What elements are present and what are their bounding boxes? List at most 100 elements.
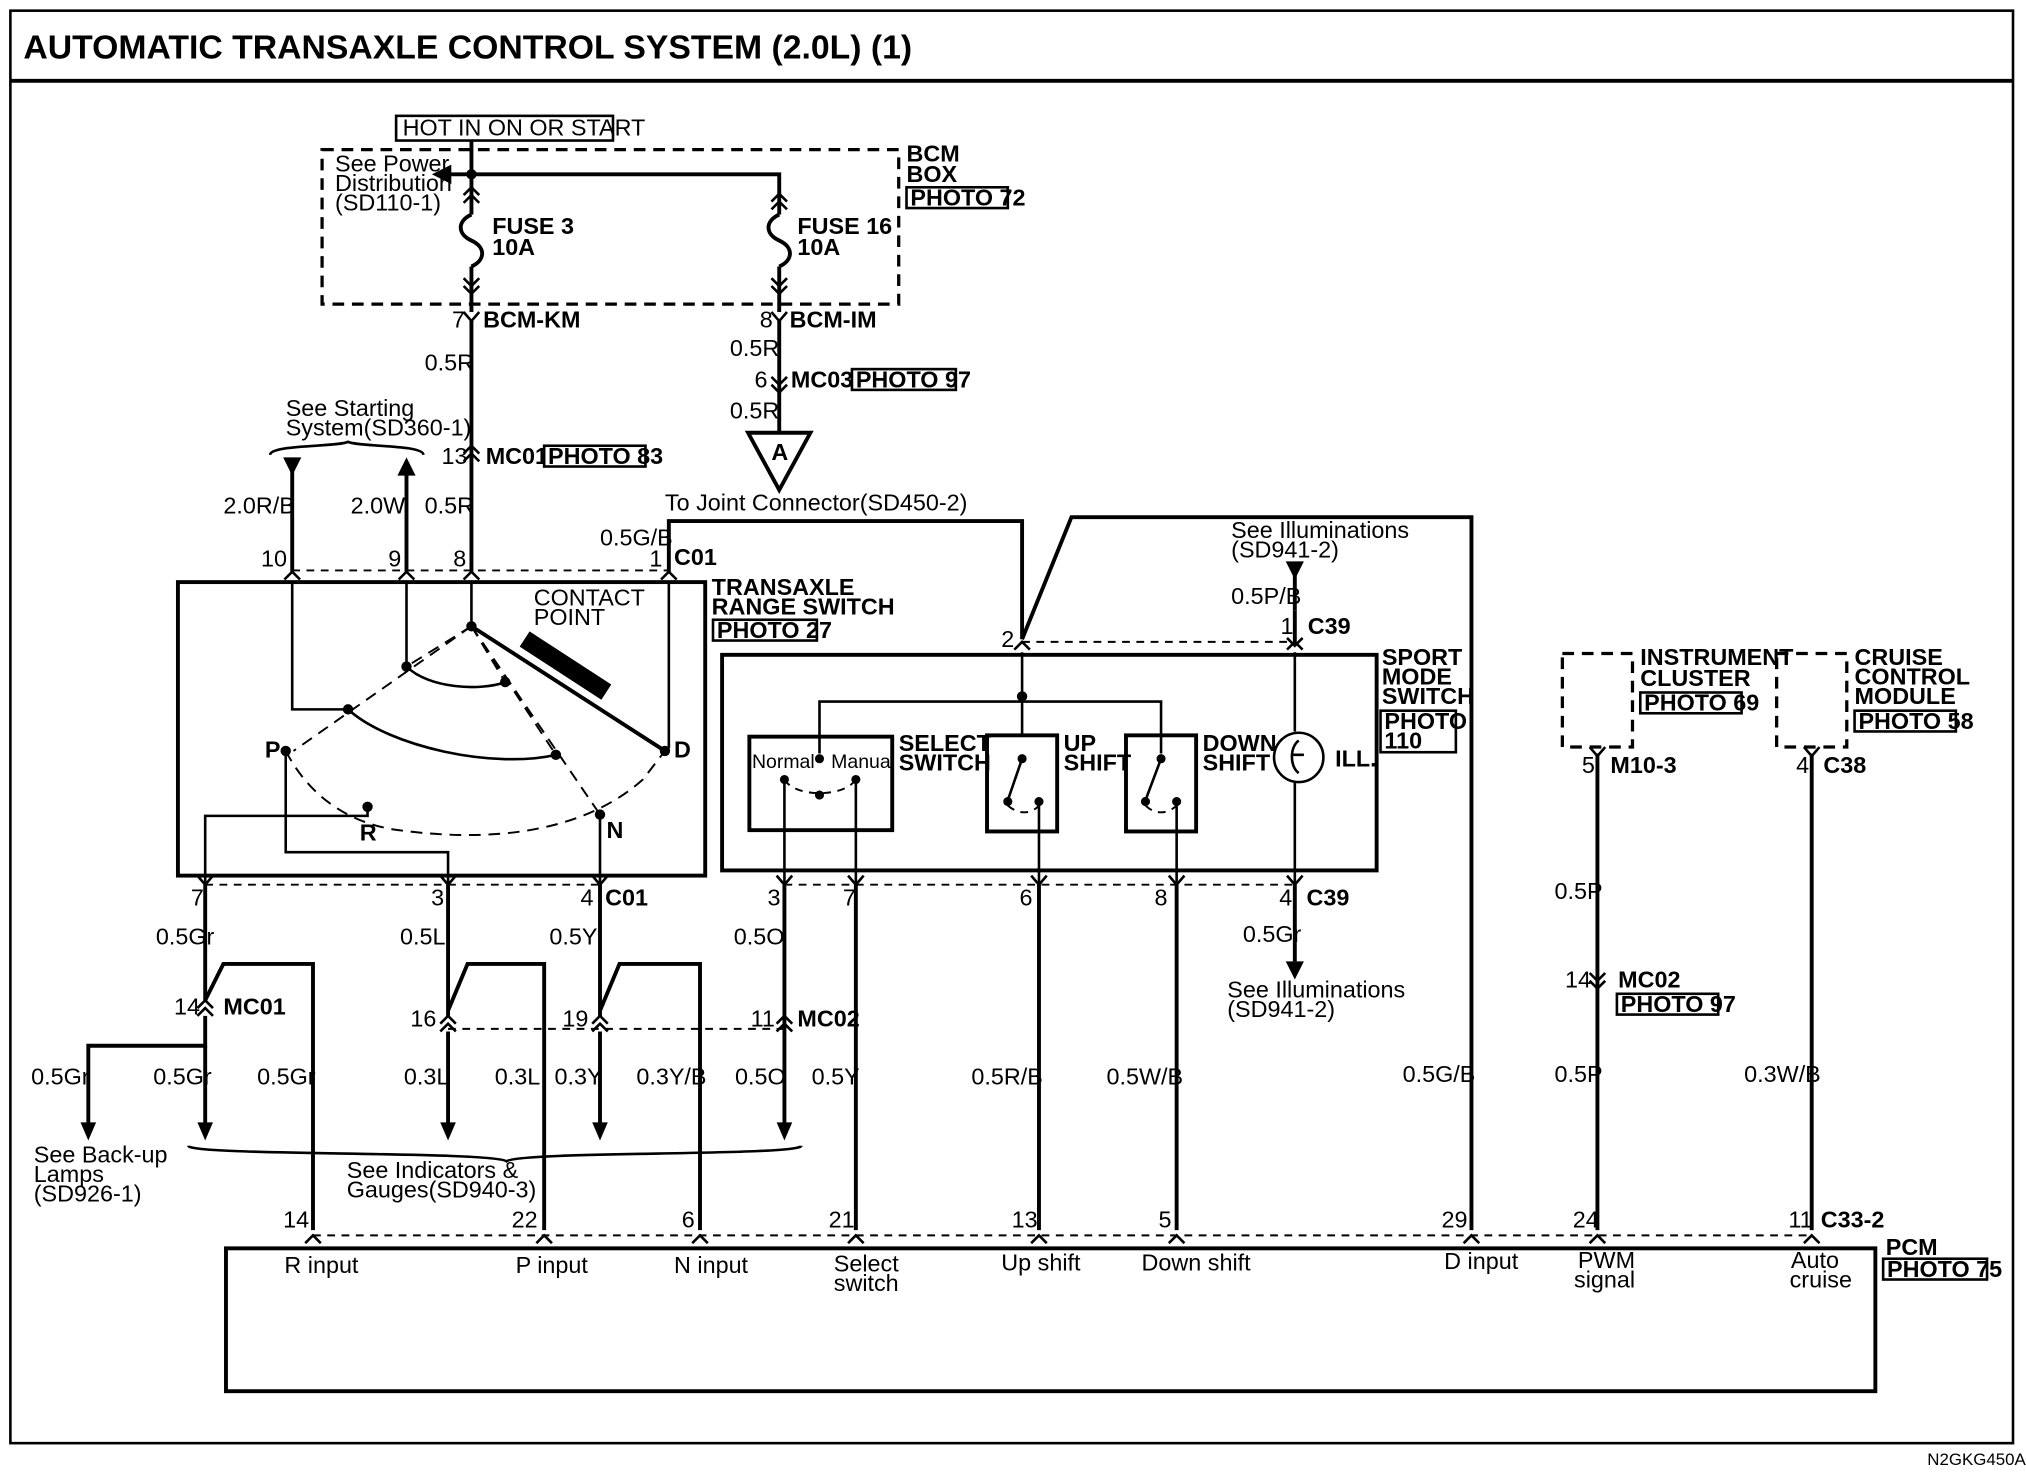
wire-label: 0.5R/B (971, 1064, 1042, 1090)
pcm-module: 14 22 6 21 13 5 29 24 11 C33-2 PCM PHOTO… (224, 1207, 2002, 1394)
page-title: AUTOMATIC TRANSAXLE CONTROL SYSTEM (2.0L… (23, 29, 912, 67)
pcm-auto-cruise: Auto cruise (1790, 1247, 1852, 1292)
mc02-pin-16: 16 (410, 1005, 436, 1031)
c01-pin-4: 4 (581, 884, 594, 910)
pcm-pin-13: 13 (1012, 1207, 1038, 1233)
wire-0.5Gr-pcm (203, 961, 315, 1231)
mc02-label: MC02 (797, 1005, 859, 1031)
mc02b-photo: PHOTO 97 (1621, 991, 1736, 1017)
pcm-photo: PHOTO 75 (1887, 1256, 2002, 1282)
range-switch-title: TRANSAXLE RANGE SWITCH (712, 574, 895, 619)
c39-pin-1: 1 (1281, 613, 1294, 639)
bcm-box-outline (320, 148, 901, 306)
up-shift-box (985, 733, 1060, 834)
c33-2-label: C33-2 (1821, 1207, 1885, 1233)
wire-label: 0.3Y (555, 1064, 603, 1090)
select-normal-label: Normal (752, 751, 815, 773)
m10-3-pin: 5 (1582, 752, 1595, 778)
contact-dot (814, 754, 825, 764)
bcm-photo-box (905, 185, 1010, 210)
instrument-cluster-box (1560, 651, 1635, 749)
pcm-n-input: N input (674, 1252, 749, 1278)
wire-label: 0.5R (425, 492, 474, 518)
c01-bottom-label: C01 (605, 884, 648, 910)
connector-symbol (196, 998, 214, 1017)
mc01-photo-box (542, 444, 647, 468)
pcm-d-input: D input (1444, 1248, 1519, 1274)
wire-label: 0.5Gr (156, 923, 215, 949)
switch-arc (347, 708, 557, 761)
pcm-pin-14: 14 (283, 1207, 309, 1233)
arrow-out (592, 1122, 608, 1141)
cruise-photo: PHOTO 58 (1858, 708, 1973, 734)
wire-label: 0.3L (404, 1064, 449, 1090)
wire-label: 0.5Gr (257, 1064, 316, 1090)
switch-blade (1144, 758, 1163, 801)
switch-bus (818, 700, 1163, 754)
joint-connector-note: To Joint Connector(SD450-2) (665, 490, 968, 516)
bus-wire (471, 172, 782, 196)
mc01-bottom-label: MC01 (223, 994, 285, 1020)
c01-pin-9: 9 (388, 546, 401, 572)
see-illuminations-bottom: See Illuminations (SD941-2) (1227, 977, 1411, 1022)
arrow-out (397, 457, 416, 476)
see-starting-note: See Starting System(SD360-1) (286, 395, 472, 440)
bcm-photo-label: PHOTO 72 (910, 184, 1025, 210)
position-N: N (607, 817, 624, 843)
switch-arc (405, 665, 506, 689)
sport-switch-photo-box (1379, 709, 1458, 754)
wire-label: 0.5R (730, 335, 779, 361)
c01-pin-1: 1 (649, 546, 662, 572)
note-brace (187, 1144, 803, 1163)
joint-connector-letter: A (771, 439, 788, 465)
wire-label: 0.5R (425, 349, 474, 375)
c39-pin-6: 6 (1019, 884, 1032, 910)
contact-arm (470, 624, 666, 753)
pcm-pin-21: 21 (829, 1207, 855, 1233)
switch-sweep (292, 625, 601, 816)
see-indicators-note: See Indicators & Gauges(SD940-3) (347, 1157, 537, 1202)
position-D: D (674, 736, 691, 762)
pcm-pin-11: 11 (1788, 1207, 1812, 1233)
wire-label: 0.5G/B (1403, 1061, 1476, 1087)
pcm-p-input: P input (516, 1252, 589, 1278)
see-backup-note: See Back-up Lamps (SD926-1) (34, 1142, 174, 1207)
fuse16-label: FUSE 16 10A (797, 213, 898, 260)
mc02-pin-19: 19 (562, 1005, 588, 1031)
ill-label: ILL. (1335, 746, 1377, 772)
bcm-box: HOT IN ON OR START See Power Distributio… (320, 114, 1026, 333)
bcm-im-pin: 8 (760, 307, 773, 333)
arrow-out (776, 1122, 793, 1141)
up-shift-label: UP SHIFT (1064, 730, 1132, 775)
switch-arc (1144, 804, 1178, 814)
fuse16-element (766, 212, 792, 269)
connector-symbol (462, 443, 481, 463)
wire-label: 2.0W (351, 492, 406, 518)
range-switch-box (175, 580, 708, 878)
mc02b-label: MC02 (1618, 966, 1680, 992)
contact-dot (1003, 797, 1013, 807)
c39-pin-8: 8 (1155, 884, 1168, 910)
arrow-out (197, 1122, 213, 1141)
switch-trace-P (284, 750, 450, 884)
switch-arc (1007, 804, 1040, 814)
pivot-dot (466, 621, 477, 632)
connector-symbol (462, 277, 481, 296)
wire-label: 0.5G/B (600, 525, 673, 551)
mc01-pin: 13 (442, 443, 468, 469)
contact-point (519, 631, 612, 700)
mc02b-pin-14: 14 (1565, 966, 1591, 992)
contact-dot (500, 676, 511, 688)
wire-label: 0.5W/B (1107, 1064, 1184, 1090)
wire-label: 0.5R (730, 397, 779, 423)
contact-dot (401, 661, 412, 672)
c39-pin-4: 4 (1279, 884, 1292, 910)
mc02b-photo-box (1615, 992, 1720, 1016)
position-P: P (265, 736, 281, 762)
connector-symbol (283, 569, 678, 581)
pcm-select-switch: Select switch (834, 1251, 905, 1296)
range-switch-photo: PHOTO 27 (717, 617, 832, 643)
hot-label: HOT IN ON OR START (403, 114, 646, 140)
pcm-pwm-signal: PWM signal (1574, 1247, 1641, 1292)
